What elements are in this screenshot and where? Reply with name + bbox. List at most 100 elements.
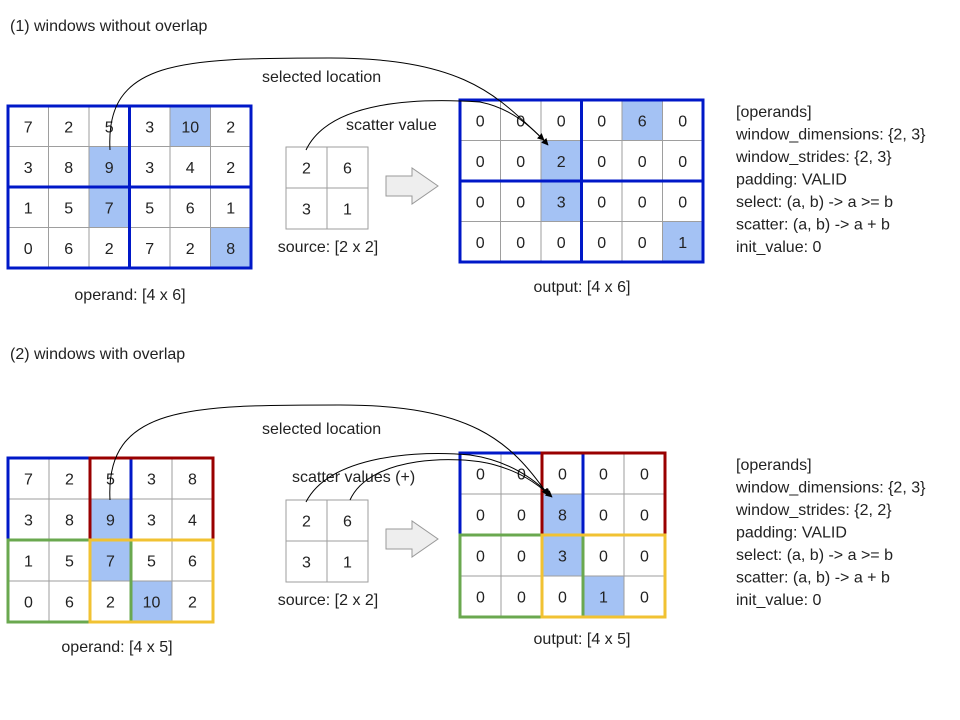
operand-1-grid-cell-value: 2 bbox=[226, 160, 235, 177]
operands-2-line: window_strides: {2, 2} bbox=[735, 502, 892, 519]
operand-2-grid-cell-value: 2 bbox=[106, 595, 115, 612]
operand-1-grid-cell-value: 1 bbox=[226, 200, 235, 217]
output-2-grid-cell-value: 0 bbox=[476, 508, 485, 525]
output-1-grid-cell-value: 1 bbox=[678, 235, 687, 252]
source-2-label: source: [2 x 2] bbox=[278, 592, 379, 609]
operand-2-grid-cell bbox=[7, 457, 50, 500]
source-1-grid-cell-value: 2 bbox=[302, 161, 311, 178]
operands-1-line: window_strides: {2, 3} bbox=[735, 149, 892, 166]
source-2-grid-cell bbox=[285, 499, 328, 542]
selected-location-label-2: selected location bbox=[262, 421, 381, 438]
operand-1-grid-cell-value: 3 bbox=[145, 119, 154, 136]
output-2-grid-cell-value: 0 bbox=[640, 590, 649, 607]
operand-2-grid-cell bbox=[48, 457, 91, 500]
source-1-label: source: [2 x 2] bbox=[278, 239, 379, 256]
source-1-grid-cell-value: 6 bbox=[343, 161, 352, 178]
source-2-grid-cell bbox=[285, 540, 328, 583]
operand-2-grid-cell-value: 2 bbox=[65, 472, 74, 489]
operands-1-line: scatter: (a, b) -> a + b bbox=[736, 217, 890, 234]
operand-2-grid-cell bbox=[89, 539, 132, 582]
output-1-grid-cell-value: 0 bbox=[597, 154, 606, 171]
operand-2-grid-cell-value: 7 bbox=[24, 472, 33, 489]
output-1-grid-cell bbox=[500, 180, 542, 222]
source-1-grid-cell bbox=[326, 146, 369, 189]
output-2-grid-cell-value: 0 bbox=[599, 549, 608, 566]
operand-1-grid-cell bbox=[48, 105, 90, 147]
operand-1-grid-cell-value: 5 bbox=[145, 200, 154, 217]
output-1-grid-cell-value: 0 bbox=[638, 154, 647, 171]
operands-1-line: init_value: 0 bbox=[736, 239, 821, 256]
selected-location-label-1: selected location bbox=[262, 69, 381, 86]
operand-2-grid-cell bbox=[89, 498, 132, 541]
operand-2-grid-cell-value: 10 bbox=[143, 595, 161, 612]
output-1-grid-cell-value: 0 bbox=[516, 194, 525, 211]
scatter-value-label-1: scatter value bbox=[346, 117, 437, 134]
operand-2-grid-cell-value: 0 bbox=[24, 595, 33, 612]
operand-1-grid-cell-value: 8 bbox=[226, 241, 235, 258]
output-2-grid-cell-value: 0 bbox=[517, 590, 526, 607]
output-2-grid-cell-value: 0 bbox=[640, 549, 649, 566]
operand-2-label: operand: [4 x 5] bbox=[61, 639, 172, 656]
section-1-title: (1) windows without overlap bbox=[10, 18, 208, 35]
output-1-grid-cell-value: 0 bbox=[476, 113, 485, 130]
operand-1-grid-cell-value: 8 bbox=[64, 160, 73, 177]
output-1-grid-cell bbox=[581, 180, 623, 222]
output-2-grid-cell-value: 3 bbox=[558, 549, 567, 566]
output-1-grid-cell bbox=[662, 180, 704, 222]
scatter-value-arrow-2b bbox=[349, 459, 553, 501]
output-1-grid-cell-value: 0 bbox=[597, 113, 606, 130]
output-2-grid-cell-value: 0 bbox=[476, 549, 485, 566]
output-2-grid-cell-value: 0 bbox=[599, 508, 608, 525]
output-1-grid-cell-value: 0 bbox=[476, 154, 485, 171]
output-1-grid-cell bbox=[500, 221, 542, 263]
operands-1-line: [operands] bbox=[736, 104, 812, 121]
operand-2-grid-cell-value: 2 bbox=[188, 595, 197, 612]
operands-2-line: scatter: (a, b) -> a + b bbox=[736, 570, 890, 587]
output-1-grid-cell-value: 0 bbox=[638, 235, 647, 252]
operand-1-grid-cell bbox=[88, 146, 130, 188]
source-2-grid-cell-value: 3 bbox=[302, 555, 311, 572]
operand-2-grid-cell-value: 3 bbox=[147, 472, 156, 489]
output-2-grid-cell-value: 0 bbox=[517, 549, 526, 566]
source-2-grid-cell-value: 1 bbox=[343, 555, 352, 572]
operand-2-grid-cell-value: 5 bbox=[147, 554, 156, 571]
operand-2-grid-cell-value: 3 bbox=[24, 513, 33, 530]
output-2-grid-cell-value: 8 bbox=[558, 508, 567, 525]
operand-1-grid-cell-value: 5 bbox=[64, 200, 73, 217]
output-1-window-bottom-right bbox=[580, 179, 705, 264]
output-1-grid-cell-value: 0 bbox=[597, 235, 606, 252]
operands-1-line: select: (a, b) -> a >= b bbox=[736, 194, 893, 211]
output-2-grid-cell bbox=[500, 534, 543, 577]
operand-1-grid-cell-value: 7 bbox=[105, 200, 114, 217]
operand-2-grid-cell-value: 1 bbox=[24, 554, 33, 571]
operand-2-grid-cell-value: 8 bbox=[188, 472, 197, 489]
output-2-label: output: [4 x 5] bbox=[534, 631, 631, 648]
output-2-grid-cell bbox=[541, 575, 584, 618]
operand-2-grid-cell bbox=[7, 580, 50, 623]
output-1-grid-cell-value: 2 bbox=[557, 154, 566, 171]
output-2-grid-cell-value: 0 bbox=[517, 508, 526, 525]
transform-arrow-2 bbox=[385, 520, 439, 558]
source-2-grid-cell-value: 6 bbox=[343, 514, 352, 531]
operand-2-grid-cell bbox=[171, 539, 214, 582]
output-1-grid-cell-value: 3 bbox=[557, 194, 566, 211]
operand-2-grid-cell-value: 5 bbox=[65, 554, 74, 571]
transform-arrow-1 bbox=[385, 167, 439, 205]
operand-2-grid-cell-value: 9 bbox=[106, 513, 115, 530]
output-2-grid-cell-value: 0 bbox=[599, 467, 608, 484]
operand-1-grid-cell-value: 1 bbox=[24, 200, 33, 217]
output-1-grid-cell bbox=[540, 221, 582, 263]
source-2-grid-cell bbox=[326, 499, 369, 542]
operand-1-grid-cell bbox=[210, 227, 252, 269]
operand-1-grid-cell-value: 10 bbox=[181, 119, 199, 136]
source-1-grid-cell bbox=[285, 187, 328, 230]
operand-2-grid-cell-value: 6 bbox=[65, 595, 74, 612]
output-1-grid-cell-value: 0 bbox=[516, 154, 525, 171]
output-1-grid-cell-value: 6 bbox=[638, 113, 647, 130]
section-2-title: (2) windows with overlap bbox=[10, 346, 185, 363]
operand-1-grid-cell bbox=[7, 186, 49, 228]
